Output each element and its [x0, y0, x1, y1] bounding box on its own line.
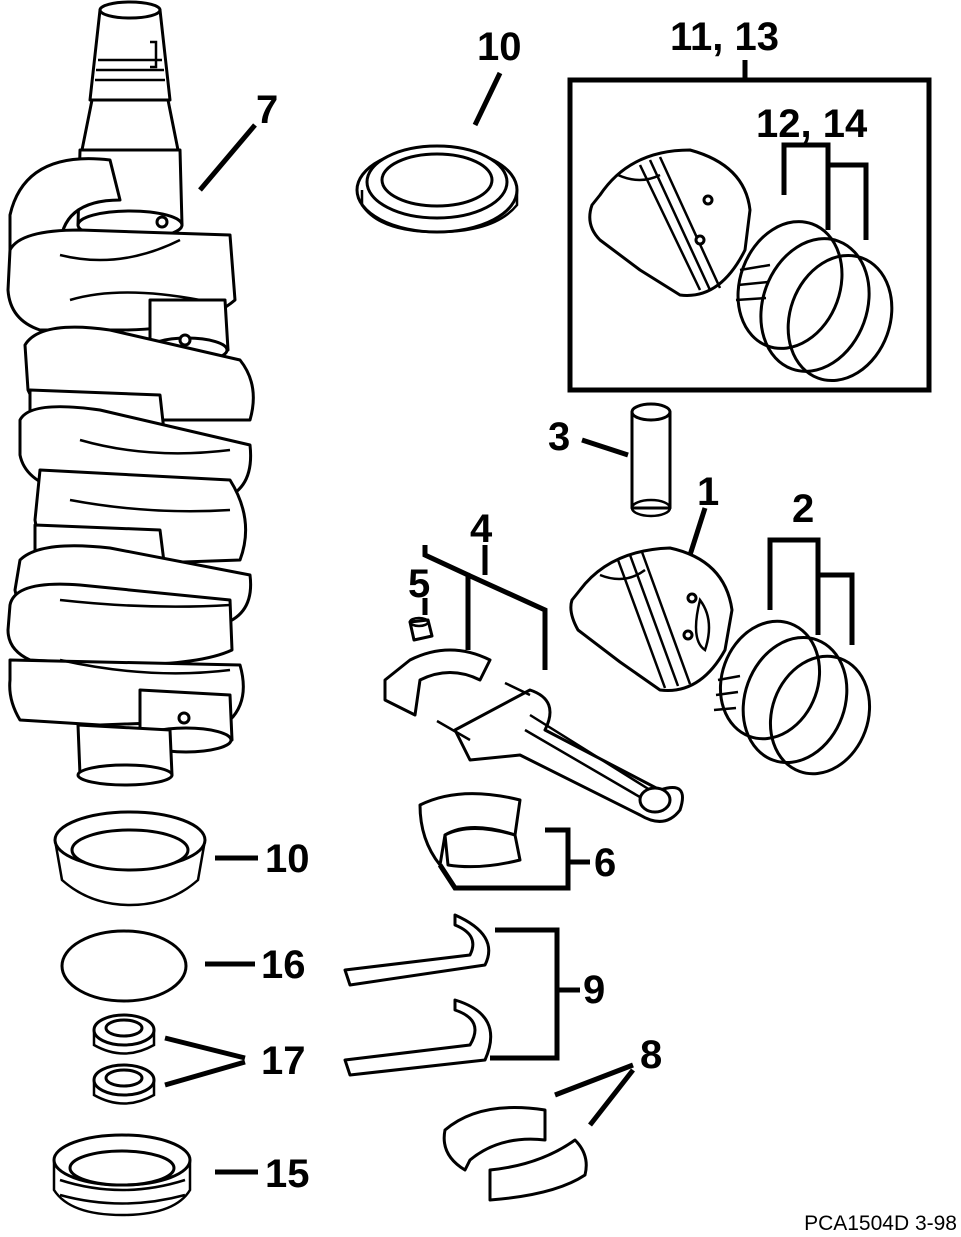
crankshaft: [6, 0, 255, 787]
callout-12-14: 12, 14: [756, 102, 868, 146]
callout-5: 5: [408, 562, 430, 606]
thrust-washers: [343, 913, 493, 1077]
piston: [569, 546, 734, 692]
seal-top: [355, 144, 519, 234]
piston-rings: [713, 619, 872, 776]
callout-1: 1: [697, 470, 719, 514]
o-ring: [60, 929, 188, 1003]
end-cap: [52, 1133, 192, 1217]
rod-bearing: [418, 792, 522, 869]
main-bearing: [442, 1106, 588, 1202]
callout-3: 3: [548, 415, 570, 459]
piston-pin: [630, 402, 672, 518]
callout-11-13: 11, 13: [670, 15, 779, 59]
callout-16: 16: [261, 943, 306, 987]
callout-4: 4: [470, 507, 493, 551]
piston-kit-box: [567, 77, 932, 393]
callout-10-bottom: 10: [265, 837, 310, 881]
callout-17: 17: [261, 1039, 306, 1083]
seal-bottom: [53, 810, 207, 907]
callout-8: 8: [640, 1033, 662, 1077]
connecting-rod: [383, 648, 684, 823]
callout-10-top: 10: [477, 25, 522, 69]
piston-kit-piston: [588, 148, 752, 297]
figure-code: PCA1504D 3-98: [804, 1212, 957, 1235]
callout-15: 15: [265, 1152, 310, 1196]
callout-labels: 7 10 11, 13 12, 14 3 1 2 4 5 6 10 16 9 1…: [256, 15, 868, 1196]
callout-7: 7: [256, 88, 278, 132]
leader-lines: [164, 60, 869, 1175]
callout-2: 2: [792, 487, 814, 531]
rod-bolt: [408, 616, 434, 642]
bearings-pair: [92, 1013, 156, 1105]
callout-6: 6: [594, 841, 616, 885]
piston-kit-rings: [735, 220, 894, 383]
callout-9: 9: [583, 968, 605, 1012]
